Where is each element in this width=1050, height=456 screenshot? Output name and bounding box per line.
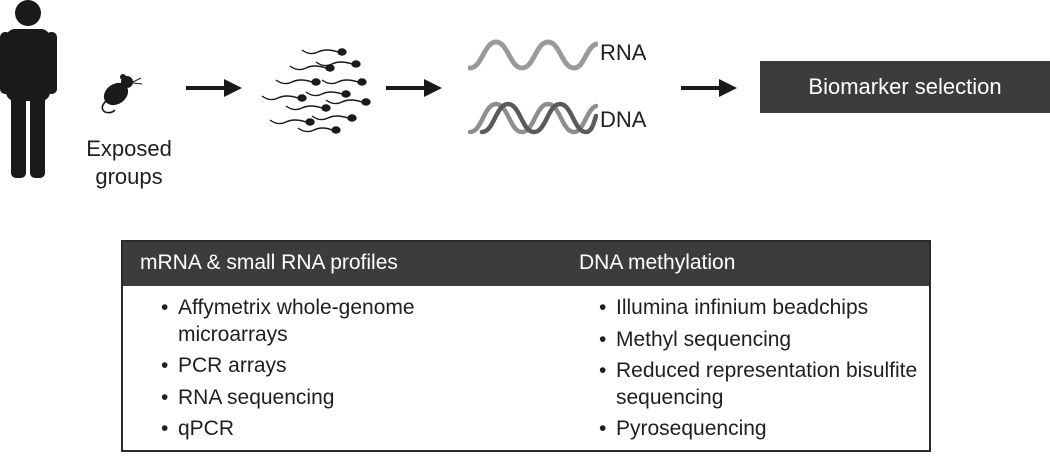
mouse-icon bbox=[101, 74, 143, 114]
list-item: qPCR bbox=[161, 416, 491, 443]
list-item: Affymetrix whole-genome microarrays bbox=[161, 295, 491, 348]
biomarker-selection-label: Biomarker selection bbox=[808, 74, 1002, 99]
sperm-cluster-icon bbox=[261, 48, 371, 134]
exposed-groups-label: Exposed groups bbox=[86, 136, 172, 189]
list-item: Illumina infinium beadchips bbox=[599, 295, 919, 322]
list-item: Methyl sequencing bbox=[599, 327, 919, 354]
arrow-right-icon bbox=[681, 79, 737, 97]
list-item: RNA sequencing bbox=[161, 385, 491, 412]
dna-methylation-column-title: DNA methylation bbox=[579, 251, 736, 274]
list-item: Reduced representation bisulfite sequenc… bbox=[599, 358, 919, 411]
methods-table-header: mRNA & small RNA profiles DNA methylatio… bbox=[123, 242, 929, 286]
rna-methods-list: Affymetrix whole-genome microarrays PCR … bbox=[161, 295, 491, 448]
dna-helix-icon bbox=[468, 101, 598, 135]
arrow-right-icon bbox=[186, 79, 242, 97]
dna-methods-list: Illumina infinium beadchips Methyl seque… bbox=[599, 295, 919, 448]
human-icon bbox=[0, 0, 57, 178]
methods-table: mRNA & small RNA profiles DNA methylatio… bbox=[121, 240, 931, 452]
dna-label: DNA bbox=[600, 107, 647, 132]
list-item: Pyrosequencing bbox=[599, 416, 919, 443]
list-item: PCR arrays bbox=[161, 353, 491, 380]
rna-profiles-column-title: mRNA & small RNA profiles bbox=[140, 251, 398, 274]
rna-label: RNA bbox=[600, 40, 647, 65]
rna-strand-icon bbox=[468, 39, 598, 71]
biomarker-selection-box: Biomarker selection bbox=[760, 61, 1050, 113]
arrow-right-icon bbox=[386, 79, 442, 97]
